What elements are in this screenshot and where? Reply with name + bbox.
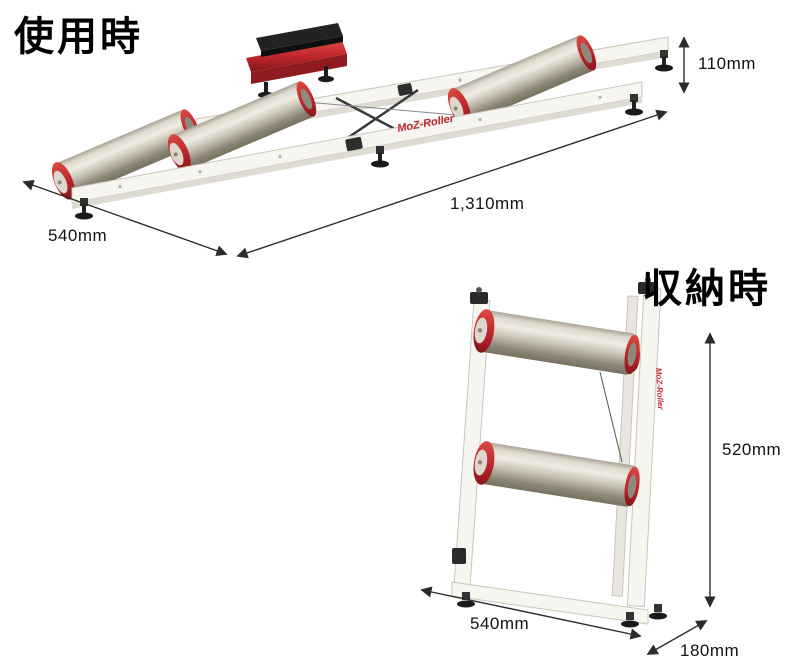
dim-label-in-use-height: 110mm (698, 54, 756, 73)
dim-arrow-in-use-length (236, 109, 668, 259)
dim-label-in-use-length: 1,310mm (450, 194, 525, 213)
dim-label-stored-depth: 180mm (680, 641, 740, 660)
stored-title: 収納時 (642, 266, 771, 312)
trainer-stored-illustration: MoZ-Roller (451, 277, 667, 628)
dim-arrow-stored-width (420, 586, 642, 640)
dim-arrow-stored-depth (646, 620, 708, 655)
dim-label-in-use-width: 540mm (48, 226, 108, 245)
dim-arrow-in-use-width (22, 179, 228, 257)
stored-roller-top (473, 309, 640, 375)
brand-logo-stored: MoZ-Roller (654, 368, 665, 411)
dimension-arrows (22, 36, 716, 655)
stored-roller-bottom (473, 441, 640, 507)
step-platform (246, 23, 347, 99)
dim-label-stored-width: 540mm (470, 614, 530, 633)
dim-label-stored-height: 520mm (722, 440, 782, 459)
in-use-title: 使用時 (14, 14, 143, 60)
